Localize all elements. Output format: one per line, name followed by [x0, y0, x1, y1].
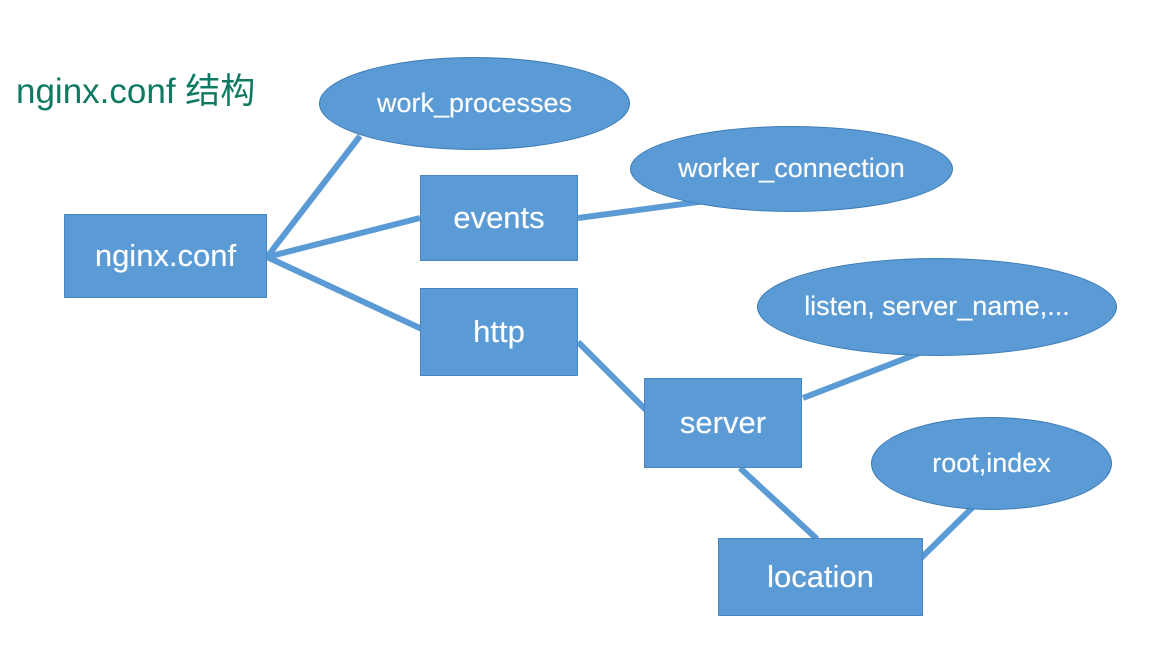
edge-server-to-listenservername — [801, 349, 924, 401]
node-work-processes[interactable]: work_processes — [319, 57, 630, 150]
edge-server-to-location — [737, 465, 820, 542]
node-label: worker_connection — [678, 153, 905, 184]
node-label: listen, server_name,... — [804, 291, 1070, 322]
node-label: server — [679, 405, 767, 441]
node-http[interactable]: http — [420, 288, 578, 376]
node-location[interactable]: location — [718, 538, 923, 616]
edge-nginxconf-to-workprocesses — [264, 134, 363, 259]
edge-nginxconf-to-http — [265, 254, 426, 333]
node-worker-connection[interactable]: worker_connection — [630, 126, 953, 212]
node-root-index[interactable]: root,index — [871, 417, 1112, 510]
node-server[interactable]: server — [644, 378, 802, 468]
node-label: events — [453, 200, 545, 236]
node-label: nginx.conf — [94, 238, 237, 274]
edge-nginxconf-to-events — [266, 215, 421, 260]
page-title: nginx.conf 结构 — [16, 72, 256, 111]
node-label: root,index — [932, 447, 1051, 478]
node-events[interactable]: events — [420, 175, 578, 261]
edge-location-to-rootindex — [914, 502, 978, 565]
node-label: location — [767, 559, 874, 595]
node-listen-server-name[interactable]: listen, server_name,... — [757, 258, 1117, 356]
node-label: work_processes — [376, 87, 573, 118]
node-label: http — [473, 314, 525, 350]
node-nginx-conf[interactable]: nginx.conf — [64, 214, 267, 298]
